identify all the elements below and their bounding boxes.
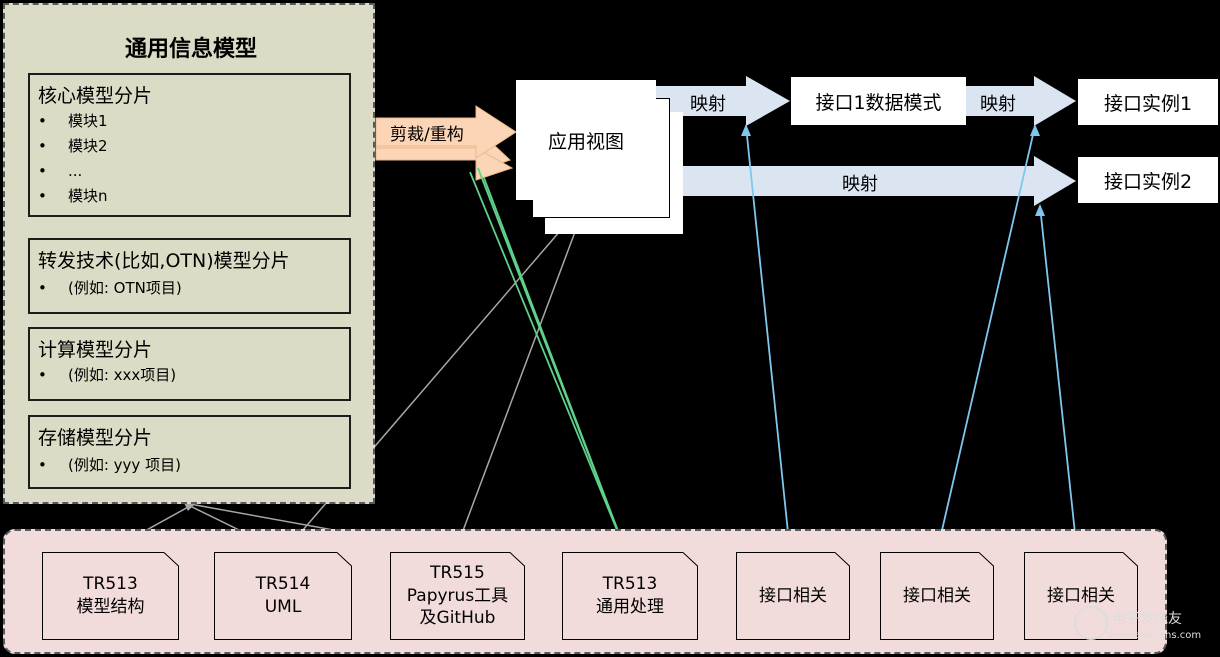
list-item: •模块n bbox=[38, 187, 108, 205]
list-item: •... bbox=[38, 162, 83, 180]
list-item: •模块1 bbox=[38, 112, 108, 130]
slice-compute: 计算模型分片 •(例如: xxx项目) bbox=[28, 327, 351, 401]
watermark-text: 电子发烧友 bbox=[1112, 611, 1182, 627]
doc-interface-3: 接口相关 bbox=[1024, 552, 1138, 640]
interface-instance-1: 接口实例1 bbox=[1078, 79, 1218, 125]
app-view-box: 应用视图 bbox=[516, 80, 656, 200]
map-label-3: 映射 bbox=[842, 174, 878, 195]
watermark-logo-icon bbox=[1074, 606, 1108, 640]
blue-lines bbox=[745, 125, 1078, 553]
prune-arrow bbox=[375, 105, 517, 181]
list-item: •(例如: OTN项目) bbox=[38, 279, 182, 297]
info-model-title: 通用信息模型 bbox=[124, 37, 257, 62]
slice-forwarding: 转发技术(比如,OTN)模型分片 •(例如: OTN项目) bbox=[28, 238, 351, 314]
watermark: 电子发烧友 www.elecfans.com bbox=[1068, 600, 1218, 650]
slice-core-title: 核心模型分片 bbox=[38, 85, 153, 107]
slice-storage: 存储模型分片 •(例如: yyy 项目) bbox=[28, 415, 351, 489]
doc-interface-2: 接口相关 bbox=[880, 552, 994, 640]
list-item: •(例如: xxx项目) bbox=[38, 366, 177, 384]
info-model-panel: 通用信息模型 核心模型分片 •模块1 •模块2 •... •模块n 转发技术(比… bbox=[3, 3, 375, 504]
slice-core: 核心模型分片 •模块1 •模块2 •... •模块n bbox=[28, 73, 351, 217]
interface-schema-label: 接口1数据模式 bbox=[815, 91, 942, 114]
doc-interface-1: 接口相关 bbox=[736, 552, 850, 640]
interface-instance-1-label: 接口实例1 bbox=[1103, 92, 1193, 115]
interface-schema-box: 接口1数据模式 bbox=[791, 77, 966, 125]
list-item: •模块2 bbox=[38, 137, 108, 155]
prune-label: 剪裁/重构 bbox=[390, 125, 464, 145]
interface-instance-2-label: 接口实例2 bbox=[1103, 170, 1193, 193]
map-arrows bbox=[656, 76, 1076, 206]
map-label-1: 映射 bbox=[690, 94, 726, 115]
watermark-url: www.elecfans.com bbox=[1108, 630, 1202, 641]
slice-compute-title: 计算模型分片 bbox=[38, 339, 153, 361]
app-view-label: 应用视图 bbox=[547, 130, 624, 153]
list-item: •(例如: yyy 项目) bbox=[38, 456, 181, 474]
arrow-heads-blue bbox=[741, 124, 1045, 216]
green-lines bbox=[469, 167, 627, 553]
map-label-2: 映射 bbox=[980, 94, 1016, 115]
interface-instance-2: 接口实例2 bbox=[1078, 157, 1218, 203]
slice-forwarding-title: 转发技术(比如,OTN)模型分片 bbox=[38, 250, 290, 272]
slice-storage-title: 存储模型分片 bbox=[38, 427, 153, 449]
